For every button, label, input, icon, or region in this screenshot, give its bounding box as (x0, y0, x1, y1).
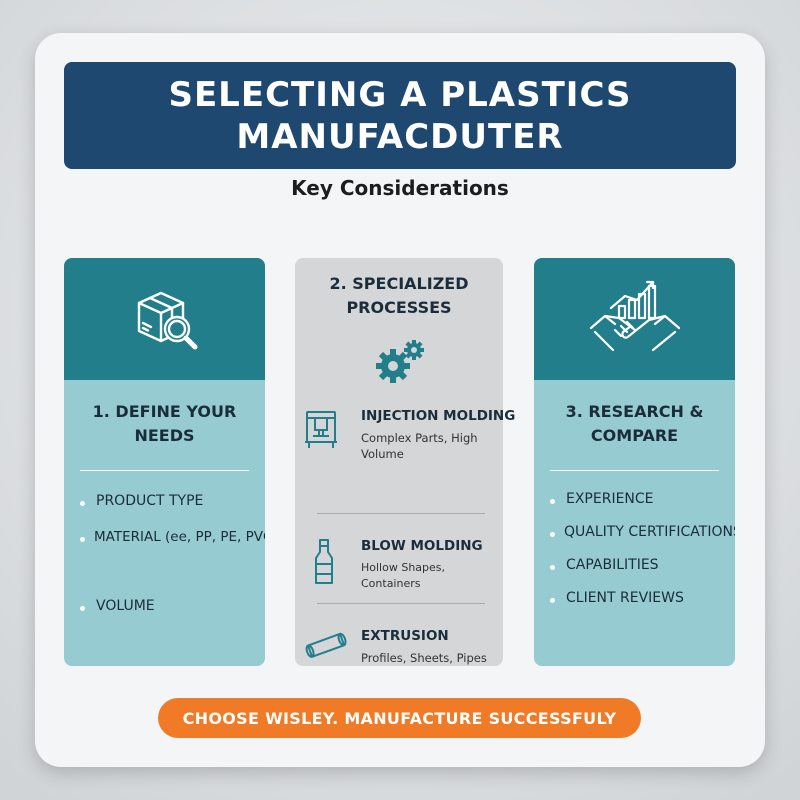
research-list: EXPERIENCE QUALITY CERTIFICATIONS CAPABI… (534, 491, 735, 606)
process-title: BLOW MOLDING (361, 538, 483, 554)
define-needs-icon-area (64, 258, 265, 380)
process-description: Hollow Shapes, Containers (361, 561, 446, 590)
needs-list: PRODUCT TYPE MATERIAL (ee, PP, PE, PVC) … (64, 493, 265, 614)
research-heading-text: 3. RESEARCH & COMPARE (565, 402, 704, 445)
research-icon-area (534, 258, 735, 380)
process-description: Complex Parts, High Volume (361, 431, 478, 461)
divider (80, 470, 249, 471)
list-item: CLIENT REVIEWS (534, 590, 735, 606)
list-item: PRODUCT TYPE (64, 493, 265, 509)
infographic-card: SELECTING A PLASTICS MANUFACDUTER Key Co… (35, 33, 765, 767)
subtitle: Key Considerations (291, 176, 509, 200)
process-title: EXTRUSION (361, 628, 449, 644)
pipe-icon (305, 632, 347, 658)
divider (317, 513, 485, 514)
list-item: VOLUME (64, 598, 265, 614)
title-banner: SELECTING A PLASTICS MANUFACDUTER (64, 62, 736, 169)
page-title: SELECTING A PLASTICS MANUFACDUTER (168, 74, 632, 157)
list-item: QUALITY CERTIFICATIONS (534, 524, 735, 540)
handshake-chart-icon (589, 280, 680, 352)
define-needs-panel: 1. DEFINE YOUR NEEDS PRODUCT TYPE MATERI… (64, 258, 265, 666)
list-item: MATERIAL (ee, PP, PE, PVC) (64, 529, 265, 545)
cta-banner: CHOOSE WISLEY. MANUFACTURE SUCCESSFULY (158, 698, 641, 738)
processes-panel: 2. SPECIALIZED PROCESSES (295, 258, 515, 666)
process-title: INJECTION MOLDING (361, 408, 516, 424)
process-description: Profiles, Sheets, Pipes (361, 651, 487, 665)
research-heading: 3. RESEARCH & COMPARE (534, 400, 735, 448)
process-extrusion: EXTRUSION Profiles, Sheets, Pipes (295, 628, 503, 688)
process-blow-molding: BLOW MOLDING Hollow Shapes, Containers (295, 538, 503, 598)
bottle-icon (315, 539, 333, 584)
processes-heading: 2. SPECIALIZED PROCESSES (295, 272, 503, 320)
divider (317, 603, 485, 604)
gears-icon (376, 340, 424, 383)
research-compare-panel: 3. RESEARCH & COMPARE EXPERIENCE QUALITY… (534, 258, 735, 666)
define-needs-heading-text: 1. DEFINE YOUR NEEDS (92, 402, 237, 445)
list-item: CAPABILITIES (534, 557, 735, 573)
list-item: EXPERIENCE (534, 491, 735, 507)
define-needs-heading: 1. DEFINE YOUR NEEDS (64, 400, 265, 448)
processes-heading-text: 2. SPECIALIZED PROCESSES (329, 274, 469, 317)
divider (550, 470, 719, 471)
injection-machine-icon (305, 411, 337, 448)
box-magnifier-icon (137, 291, 197, 350)
process-injection-molding: INJECTION MOLDING Complex Parts, High Vo… (295, 408, 515, 468)
